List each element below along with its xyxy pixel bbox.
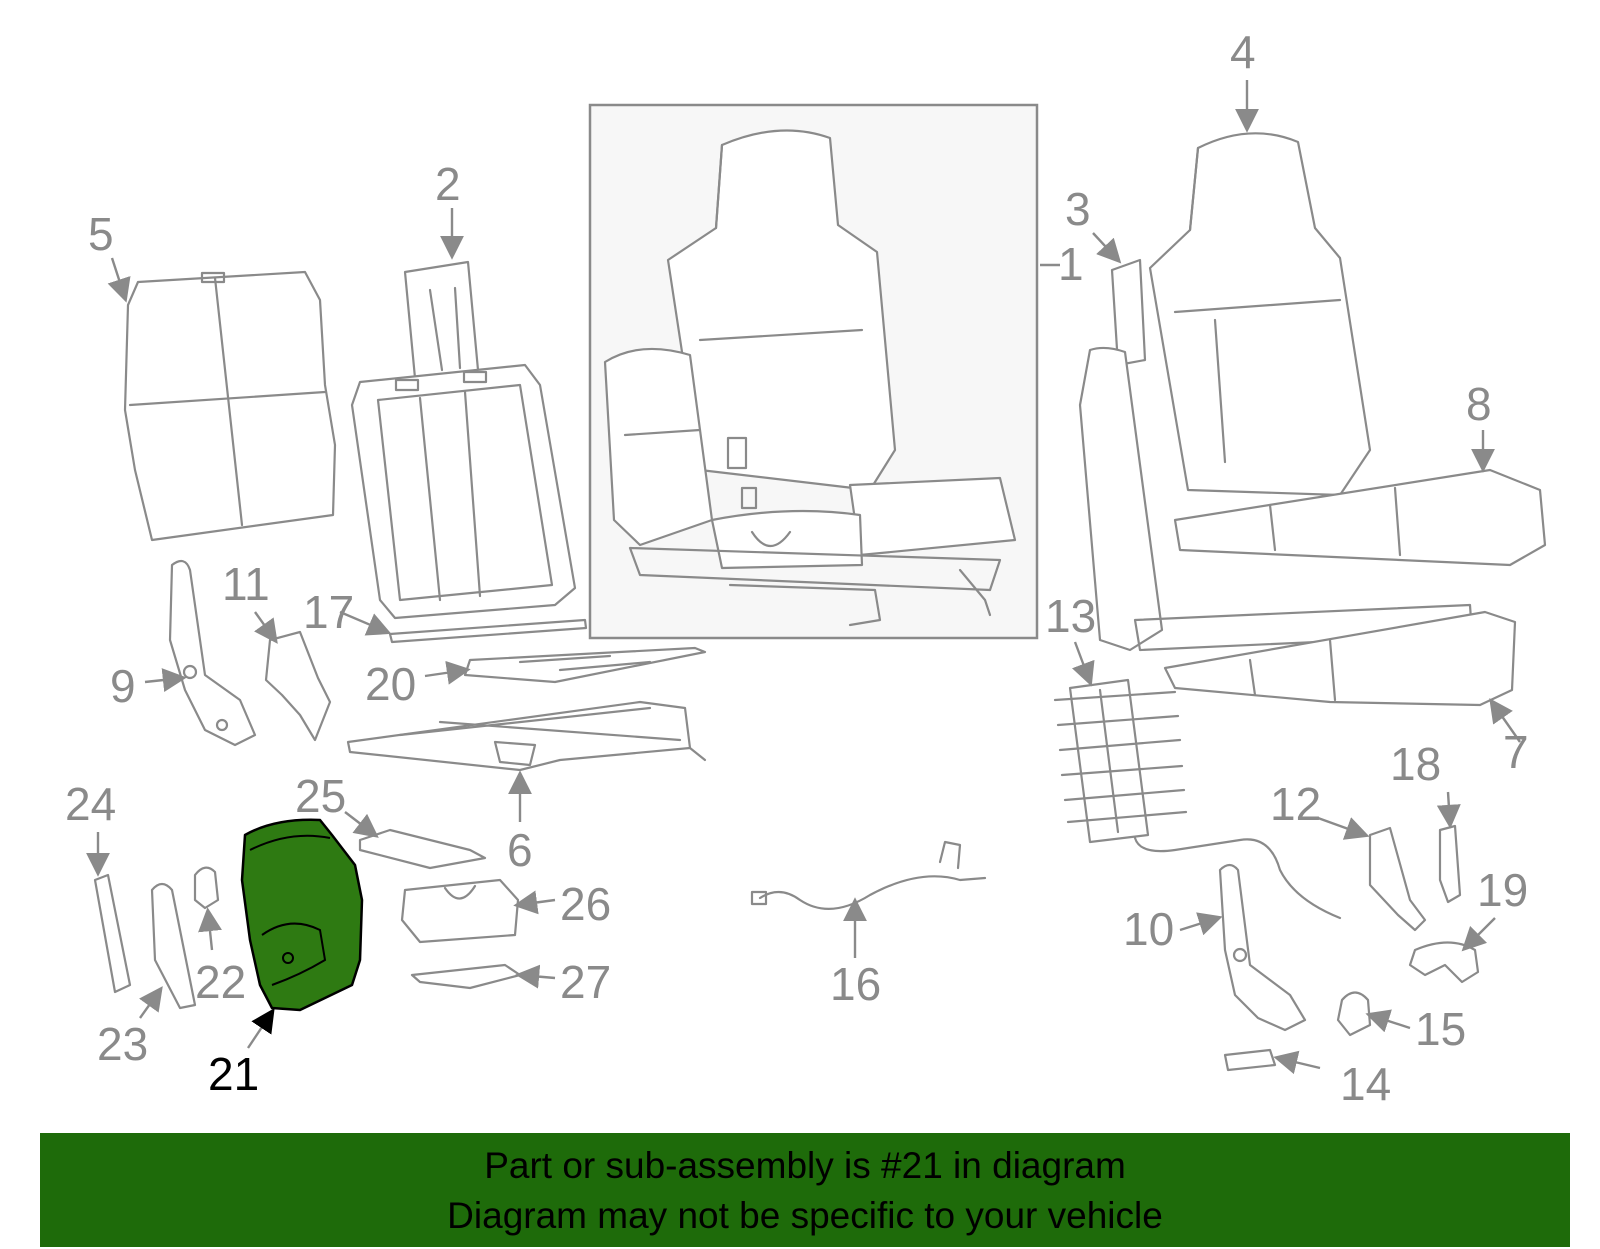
leader-18: [1436, 791, 1461, 829]
callout-25: 25: [295, 770, 346, 822]
leader-25: [344, 811, 379, 838]
callout-18: 18: [1390, 738, 1441, 790]
info-banner: Part or sub-assembly is #21 in diagram D…: [40, 1133, 1570, 1247]
part-11-bracket: [264, 630, 332, 742]
callout-26: 26: [560, 878, 611, 930]
part-4-headrest-back: [1148, 132, 1372, 497]
part-10-recliner: [1218, 863, 1307, 1032]
callout-9: 9: [110, 660, 136, 712]
banner-line-1: Part or sub-assembly is #21 in diagram: [484, 1145, 1126, 1186]
leader-9: [144, 668, 187, 692]
leader-13: [1072, 641, 1095, 687]
leader-12: [1317, 816, 1370, 840]
part-17-bar: [388, 618, 588, 644]
part-26-cover: [400, 878, 520, 944]
leader-14: [1273, 1050, 1321, 1075]
callout-8: 8: [1466, 378, 1492, 430]
part-13-lumbar: [1053, 678, 1188, 844]
part-1-seat-assembly: [588, 103, 1039, 640]
part-5-back-cover: [123, 270, 337, 542]
part-24-trim: [93, 873, 132, 994]
callout-22: 22: [195, 956, 246, 1008]
part-6-seat-frame: [346, 700, 707, 772]
leader-19: [1461, 917, 1496, 952]
callout-21: 21: [208, 1048, 259, 1100]
callout-15: 15: [1415, 1003, 1466, 1055]
part-21-highlighted: [240, 818, 364, 1012]
leader-20: [424, 660, 471, 685]
callout-4: 4: [1230, 26, 1256, 78]
leader-23: [139, 986, 163, 1019]
callout-20: 20: [365, 658, 416, 710]
part-15-knob: [1336, 991, 1372, 1037]
callout-5: 5: [88, 208, 114, 260]
leader-3: [1092, 232, 1122, 264]
leader-10: [1179, 912, 1223, 936]
part-22-cap: [193, 866, 220, 910]
leader-15: [1365, 1009, 1411, 1033]
leader-26: [513, 890, 556, 915]
part-2-back-frame: [350, 260, 577, 620]
part-27-plate: [410, 963, 522, 990]
leader-27: [515, 964, 556, 989]
leader-17: [339, 610, 392, 636]
banner-line-2: Diagram may not be specific to your vehi…: [447, 1195, 1163, 1236]
callout-6: 6: [507, 824, 533, 876]
part-23-trim: [150, 882, 197, 1010]
part-3-side-trim: [1078, 258, 1164, 652]
callout-27: 27: [560, 956, 611, 1008]
leader-5: [107, 257, 131, 303]
callout-17: 17: [303, 586, 354, 638]
part-12-bracket: [1133, 826, 1427, 932]
callout-19: 19: [1477, 864, 1528, 916]
callout-2: 2: [435, 158, 461, 210]
part-18-cover: [1438, 824, 1462, 904]
callout-12: 12: [1270, 778, 1321, 830]
leader-22: [198, 907, 222, 951]
part-20-cushion-plate: [463, 646, 707, 684]
part-25-bracket: [358, 828, 487, 870]
callout-10: 10: [1123, 903, 1174, 955]
leader-11: [254, 611, 278, 644]
part-16-harness: [750, 840, 987, 910]
callout-24: 24: [65, 778, 116, 830]
callout-7: 7: [1503, 726, 1529, 778]
callout-1: 1: [1058, 238, 1084, 290]
part-19-knob: [1408, 941, 1480, 984]
callout-3: 3: [1065, 183, 1091, 235]
callout-14: 14: [1340, 1058, 1391, 1110]
part-14-pin: [1223, 1048, 1277, 1072]
part-7-cushion-pad: [1163, 610, 1517, 707]
callout-16: 16: [830, 958, 881, 1010]
callout-13: 13: [1045, 590, 1096, 642]
leader-7: [1489, 698, 1521, 743]
leader-21: [247, 1008, 275, 1049]
callout-11: 11: [222, 558, 270, 610]
callout-23: 23: [97, 1018, 148, 1070]
